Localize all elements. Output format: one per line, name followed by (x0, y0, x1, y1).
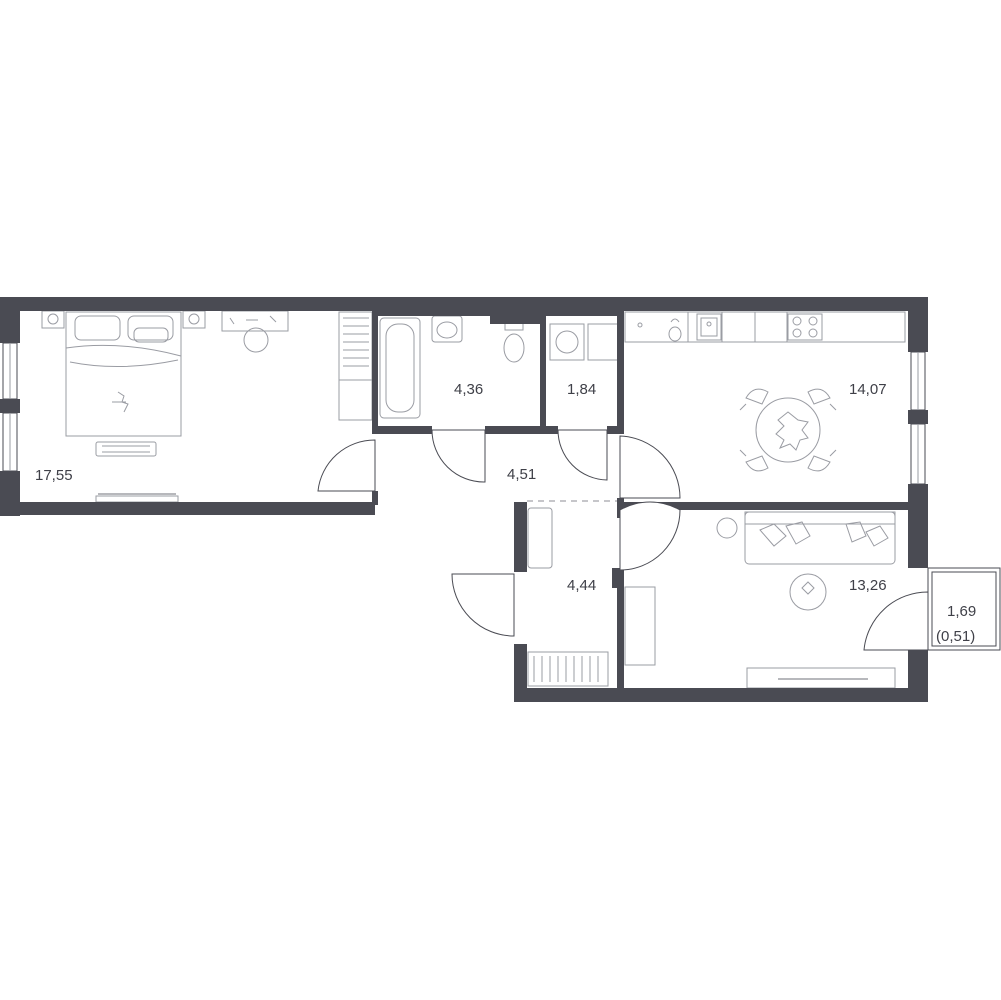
kitchen-area-label: 14,07 (849, 381, 887, 398)
armchair-icon (716, 517, 738, 539)
kitchen-furniture (624, 311, 906, 472)
coffee-table-icon (789, 573, 827, 611)
windows (2, 342, 926, 485)
living-room-furniture (624, 511, 896, 689)
balcony-reduced-area-label: (0,51) (936, 628, 975, 645)
laundry-furniture (549, 323, 619, 361)
hallway-bench-icon (527, 507, 553, 569)
kitchen-door-icon (619, 435, 681, 499)
hallway-furniture (527, 507, 609, 687)
balcony-area-label: 1,69 (947, 603, 976, 620)
area-labels: 17,55 4,36 1,84 14,07 4,51 4,44 13,26 1,… (35, 381, 976, 645)
bedroom-furniture (41, 310, 373, 503)
bathtub-icon (379, 317, 421, 419)
bench-icon (95, 441, 157, 457)
nightstand-right-icon (182, 310, 206, 329)
entrance-door-icon (451, 573, 515, 637)
bathroom-furniture (379, 315, 525, 419)
sink-icon (431, 315, 463, 343)
laundry-door-icon (557, 429, 608, 481)
corridor-area-label: 4,51 (507, 466, 536, 483)
bathroom-area-label: 4,36 (454, 381, 483, 398)
doors (317, 429, 929, 651)
shoe-rack-icon (527, 651, 609, 687)
double-bed-icon (65, 311, 182, 437)
nightstand-left-icon (41, 310, 65, 329)
tv-unit-icon (746, 667, 896, 689)
living-wardrobe-icon (624, 586, 656, 666)
dining-table-icon (739, 388, 837, 472)
balcony (927, 567, 1001, 651)
wardrobe-icon (338, 311, 373, 421)
toilet-icon (503, 321, 525, 363)
tv-stand-icon (95, 493, 179, 503)
kitchen-counter-icon (624, 311, 906, 343)
washing-machine-icon (549, 323, 585, 361)
balcony-door-icon (863, 591, 929, 651)
living-room-area-label: 13,26 (849, 577, 887, 594)
hallway-area-label: 4,44 (567, 577, 596, 594)
bedroom-area-label: 17,55 (35, 467, 73, 484)
desk-icon (221, 310, 289, 353)
stove-icon (787, 313, 823, 341)
living-door-icon (619, 501, 681, 571)
walls (0, 297, 928, 702)
sofa-icon (744, 511, 896, 565)
laundry-area-label: 1,84 (567, 381, 596, 398)
kitchen-sink-icon (696, 313, 722, 341)
bathroom-door-icon (431, 429, 486, 483)
boiler-icon (587, 323, 619, 361)
bedroom-door-icon (317, 439, 376, 492)
